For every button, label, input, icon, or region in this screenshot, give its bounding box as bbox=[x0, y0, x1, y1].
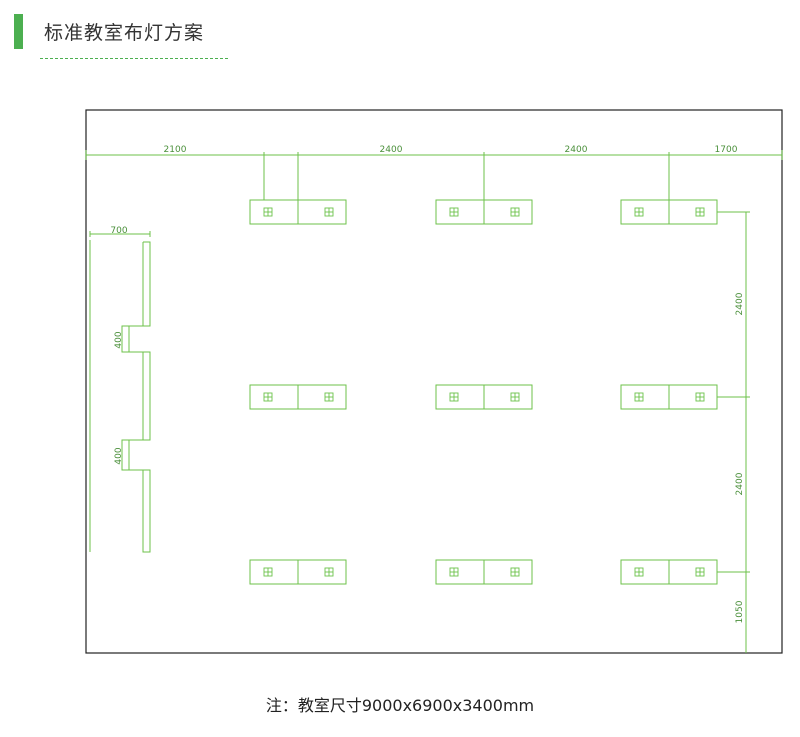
lamp-icon bbox=[449, 207, 459, 217]
lamp-icon bbox=[634, 392, 644, 402]
lamp-icon bbox=[510, 207, 520, 217]
title-divider bbox=[40, 58, 228, 59]
lamp-icon bbox=[695, 392, 705, 402]
right-dimension-line bbox=[717, 211, 750, 653]
lamp-icon bbox=[324, 567, 334, 577]
dim-label-2400-v2: 2400 bbox=[735, 472, 745, 495]
lamp-icon bbox=[695, 207, 705, 217]
lamp-icon bbox=[324, 392, 334, 402]
lamp-icon bbox=[263, 567, 273, 577]
dim-label-2400-b: 2400 bbox=[565, 145, 588, 155]
dim-label-400-a: 400 bbox=[114, 331, 124, 348]
dim-label-1050: 1050 bbox=[735, 600, 745, 623]
light-row-1 bbox=[249, 199, 718, 225]
page-title: 标准教室布灯方案 bbox=[44, 22, 205, 44]
lamp-icon bbox=[634, 207, 644, 217]
dim-label-400-b: 400 bbox=[114, 447, 124, 464]
lamp-icon bbox=[263, 392, 273, 402]
light-row-3 bbox=[249, 559, 718, 585]
lamp-icon bbox=[263, 207, 273, 217]
room-size-note: 注：教室尺寸9000x6900x3400mm bbox=[265, 696, 535, 715]
lamp-icon bbox=[510, 392, 520, 402]
top-dimension-line bbox=[85, 150, 783, 200]
dim-label-700: 700 bbox=[110, 226, 127, 236]
lamp-icons bbox=[263, 207, 705, 577]
room-outline bbox=[85, 109, 783, 654]
left-wall-windows bbox=[89, 231, 151, 553]
dim-label-1700: 1700 bbox=[715, 145, 738, 155]
title-accent-bar bbox=[14, 14, 23, 49]
dim-label-2400-v1: 2400 bbox=[735, 292, 745, 315]
lamp-icon bbox=[449, 567, 459, 577]
lamp-icon bbox=[324, 207, 334, 217]
lamp-icon bbox=[695, 567, 705, 577]
light-row-2 bbox=[249, 384, 718, 410]
lamp-icon bbox=[449, 392, 459, 402]
dim-label-2400-a: 2400 bbox=[380, 145, 403, 155]
lamp-icon bbox=[510, 567, 520, 577]
dim-label-2100: 2100 bbox=[164, 145, 187, 155]
lamp-icon bbox=[634, 567, 644, 577]
